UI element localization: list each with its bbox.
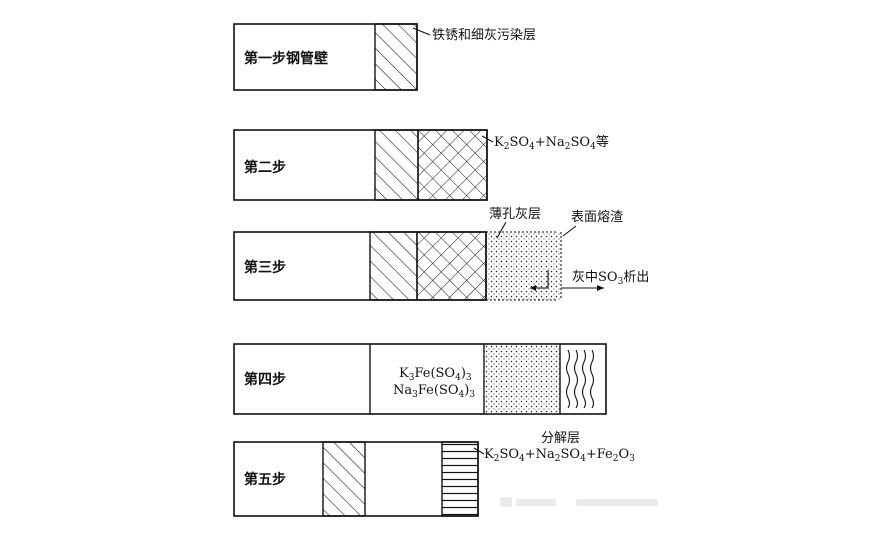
step-1-row: 第一步钢管壁 铁锈和细灰污染层 (233, 23, 536, 91)
sulfate-layer-cell (417, 129, 488, 201)
step-4-label: 第四步 (244, 371, 286, 388)
porous-ash-annotation: 薄孔灰层 (489, 207, 541, 222)
leader-line (481, 135, 494, 143)
s2-compound-annotation: K2SO4+Na2SO4等 (494, 134, 609, 152)
rust-layer-cell (374, 129, 419, 201)
surface-slag-annotation: 表面熔渣 (571, 210, 623, 225)
rust-layer-cell (322, 441, 366, 517)
so3-release-annotation: 灰中SO3析出 (572, 270, 649, 287)
step-2-row: 第二步 K2SO4+Na2SO4等 (233, 129, 609, 201)
leader-line (562, 225, 577, 237)
decomposition-layer-annotation: 分解层 (541, 431, 580, 446)
sulfate-layer-cell (416, 231, 487, 301)
porous-ash-cell (486, 232, 561, 300)
step-3-label: 第三步 (244, 259, 286, 276)
k3fe-so4-3-formula: K3Fe(SO4)3 (399, 366, 472, 383)
na3fe-so4-3-formula: Na3Fe(SO4)3 (393, 383, 475, 400)
molten-slag-wavy-cell (565, 349, 595, 409)
leader-line (496, 221, 507, 239)
leader-line (473, 447, 485, 455)
step-4-row: 第四步 K3Fe(SO4)3 Na3Fe(SO4)3 (233, 343, 607, 415)
porous-ash-cell (484, 344, 560, 414)
leader-line (412, 27, 431, 36)
rust-ash-layer-annotation: 铁锈和细灰污染层 (432, 28, 536, 43)
arrow-right-icon (597, 285, 604, 291)
step-2-label: 第二步 (244, 159, 286, 176)
step-5-label: 第五步 (244, 471, 286, 488)
watermark (500, 497, 658, 507)
decomposition-layer-cell (441, 441, 479, 517)
arrow-left-icon (530, 285, 536, 291)
rust-layer-cell (374, 23, 418, 91)
rust-layer-cell (369, 231, 418, 301)
step-3-row: 第三步 薄孔灰层 表面熔渣 灰中SO3析出 (233, 207, 649, 301)
step-5-row: 第五步 分解层 K2SO4+Na2SO4+Fe2O3 (233, 431, 635, 517)
s5-compound-annotation: K2SO4+Na2SO4+Fe2O3 (484, 447, 635, 464)
step-1-label: 第一步钢管壁 (244, 50, 328, 67)
